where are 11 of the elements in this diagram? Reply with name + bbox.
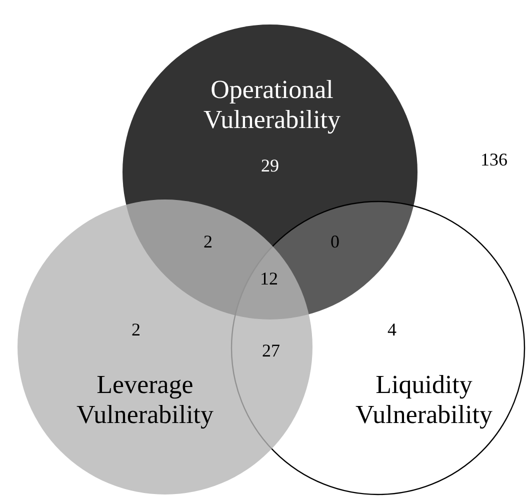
count-label: 29: [261, 156, 279, 176]
count-label: 27: [262, 340, 280, 362]
count-label: 2: [132, 320, 140, 340]
set-label: Operational Vulnerability: [202, 75, 342, 135]
set-label: Liquidity Vulnerability: [354, 370, 494, 430]
count-label: 12: [260, 268, 278, 290]
set-label: Leverage Vulnerability: [75, 370, 215, 430]
count-label: 2: [204, 232, 212, 252]
count-label: 4: [388, 320, 396, 340]
count-label: 136: [480, 150, 508, 170]
count-label: 0: [330, 232, 340, 252]
